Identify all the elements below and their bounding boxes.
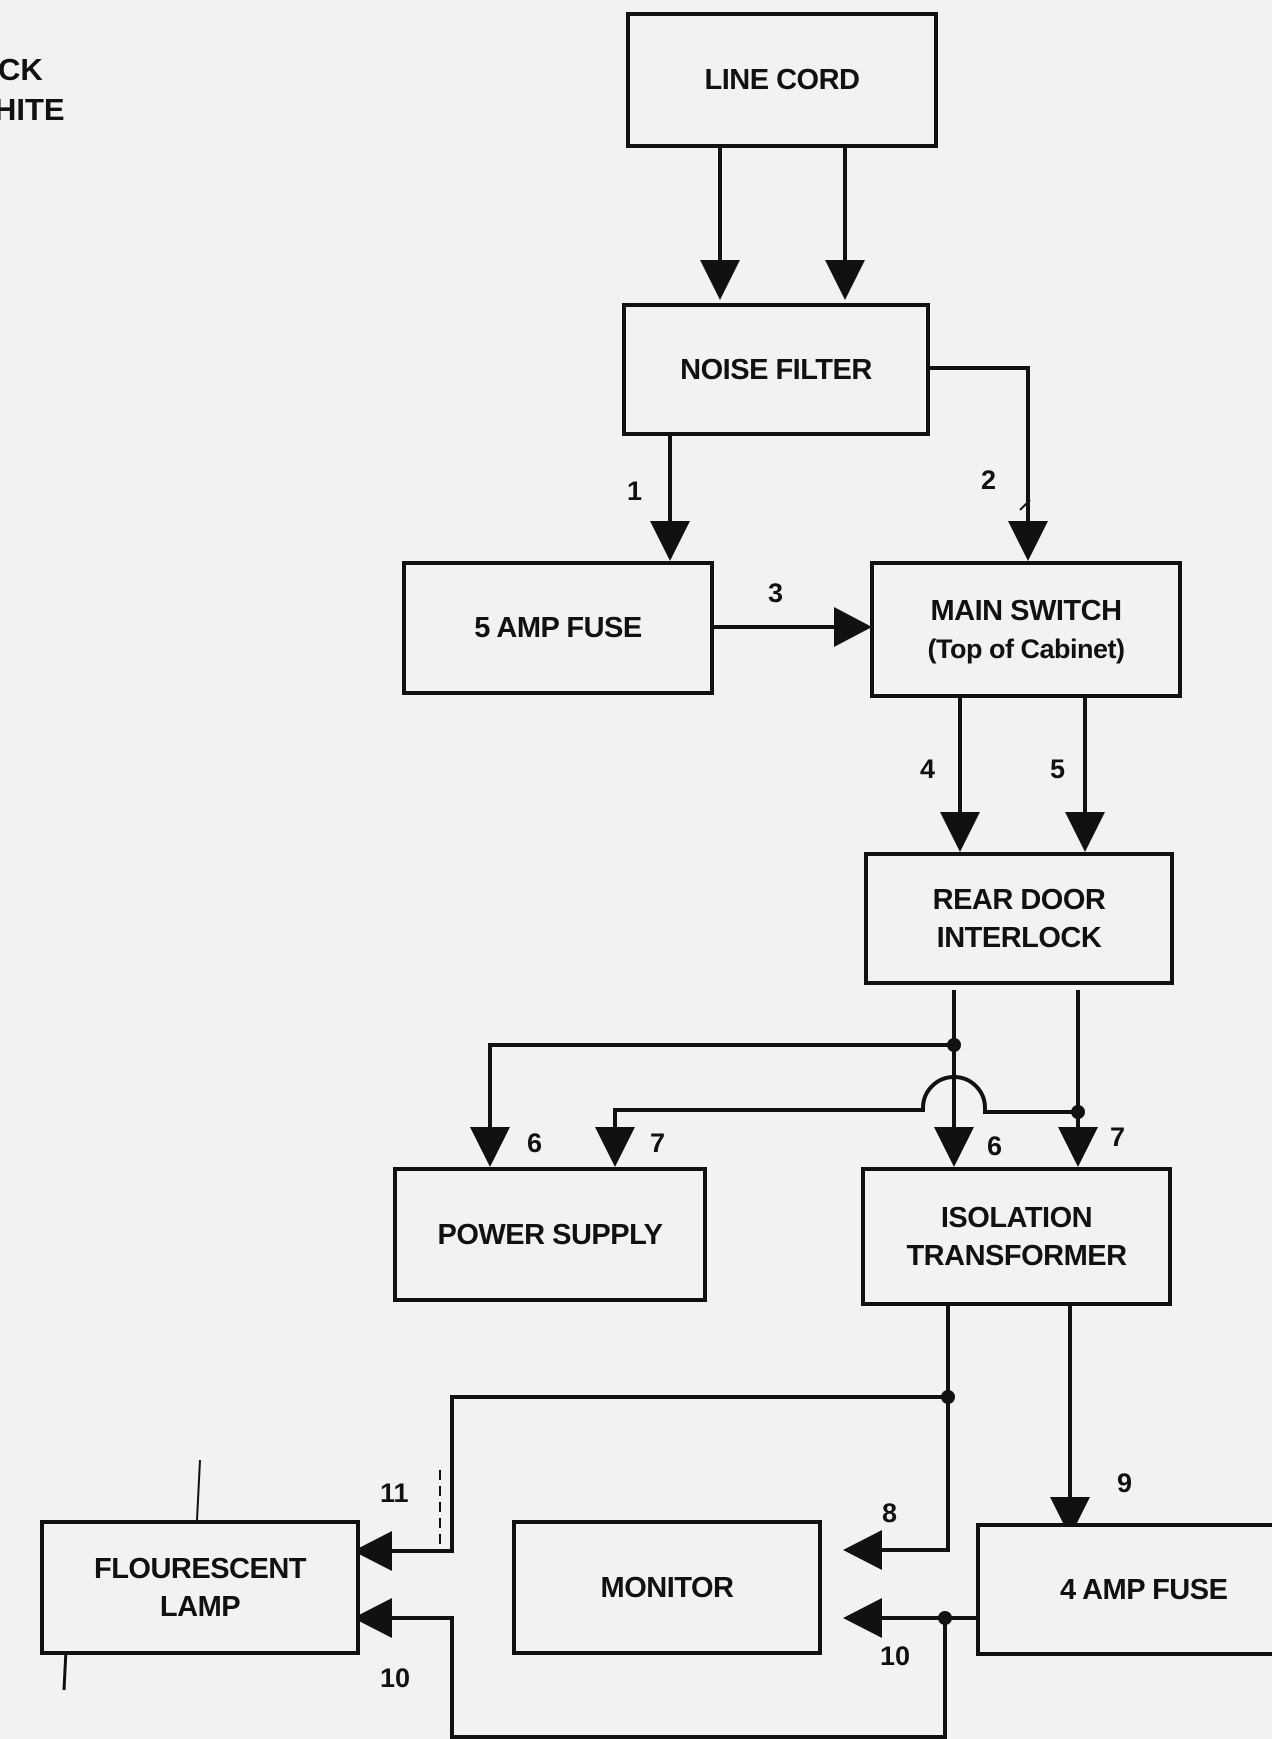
lamp-label-1: FLOURESCENT [94, 1552, 307, 1585]
color-legend: CK HITE [0, 50, 65, 130]
fuse-4amp-block: 4 AMP FUSE [976, 1523, 1272, 1656]
wire-label-7-ps: 7 [650, 1128, 666, 1158]
arrowhead [825, 260, 865, 300]
wire-label-9: 9 [1117, 1468, 1133, 1498]
main-switch-label: MAIN SWITCH [930, 594, 1122, 627]
wire-8 [880, 1306, 950, 1552]
line-cord-label: LINE CORD [704, 64, 861, 96]
arrowhead [1065, 812, 1105, 852]
arrowhead [940, 812, 980, 852]
junction-dot [947, 1038, 961, 1052]
junction-dot [938, 1611, 952, 1625]
arrowhead [650, 521, 690, 561]
wire-label-6-ps: 6 [527, 1128, 543, 1158]
wire-10-lamp-run [390, 1616, 945, 1739]
wire-label-8: 8 [882, 1498, 898, 1528]
wire-label-10-lamp: 10 [380, 1663, 411, 1693]
arrowhead [700, 260, 740, 300]
power-supply-label: POWER SUPPLY [437, 1218, 663, 1251]
stray-mark-3 [62, 1649, 68, 1691]
flourescent-lamp-block: FLOURESCENT LAMP [40, 1520, 360, 1655]
arrowhead [353, 1598, 392, 1638]
legend-line-2: HITE [0, 92, 65, 127]
wire-label-10-mon: 10 [880, 1641, 911, 1671]
wire-label-1: 1 [627, 476, 643, 506]
main-switch-sublabel: (Top of Cabinet) [927, 633, 1125, 664]
rear-door-interlock-block: REAR DOOR INTERLOCK [864, 852, 1174, 985]
wire-label-5: 5 [1050, 754, 1066, 784]
junction-dot [941, 1390, 955, 1404]
arrowhead [353, 1531, 392, 1571]
monitor-block: MONITOR [512, 1520, 822, 1655]
noise-filter-block: NOISE FILTER [622, 303, 930, 436]
power-supply-block: POWER SUPPLY [393, 1167, 707, 1302]
noise-filter-label: NOISE FILTER [680, 353, 872, 386]
arrowhead [1058, 1127, 1098, 1167]
fuse-4amp-label: 4 AMP FUSE [1060, 1573, 1228, 1606]
main-switch-block: MAIN SWITCH (Top of Cabinet) [870, 561, 1182, 698]
rear-door-label-1: REAR DOOR [932, 883, 1106, 916]
arrowhead [470, 1127, 510, 1167]
arrowhead [843, 1530, 882, 1570]
arrowhead [843, 1598, 882, 1638]
arrowhead [1050, 1497, 1090, 1537]
wire-2 [930, 366, 1030, 525]
wire-label-7-iso: 7 [1110, 1122, 1126, 1152]
wire-11 [390, 1395, 948, 1553]
arrowhead [1008, 521, 1048, 561]
wire-label-6-iso: 6 [987, 1131, 1003, 1161]
isolation-label-1: ISOLATION [940, 1201, 1093, 1234]
isolation-transformer-block: ISOLATION TRANSFORMER [861, 1167, 1172, 1306]
legend-line-1: CK [0, 52, 43, 87]
wire-label-2: 2 [981, 465, 997, 495]
wire-label-11: 11 [380, 1478, 409, 1508]
wire-7-ps [613, 1075, 1078, 1130]
wire-6-trunk [488, 990, 956, 1130]
fuse-5amp-label: 5 AMP FUSE [474, 612, 642, 644]
wire-label-4: 4 [920, 754, 936, 784]
stray-mark-1 [196, 1459, 201, 1521]
rear-door-label-2: INTERLOCK [936, 921, 1102, 954]
isolation-label-2: TRANSFORMER [906, 1239, 1127, 1272]
arrowhead [595, 1127, 635, 1167]
stray-mark-4 [1019, 499, 1031, 511]
wire-label-3: 3 [768, 578, 784, 608]
junction-dot [1071, 1105, 1085, 1119]
monitor-label: MONITOR [600, 1571, 734, 1604]
lamp-label-2: LAMP [159, 1590, 241, 1623]
fuse-5amp-block: 5 AMP FUSE [402, 561, 714, 695]
line-cord-block: LINE CORD [626, 12, 938, 148]
arrowhead [834, 607, 872, 647]
arrowhead [934, 1127, 974, 1167]
